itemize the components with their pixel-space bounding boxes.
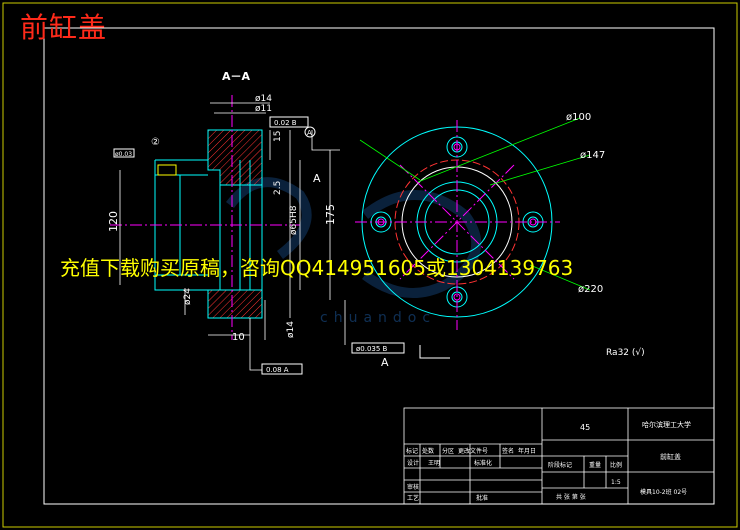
tb-design: 设计 [407,459,419,467]
tb-header-0: 标记 [406,447,418,455]
datum-a-circle [304,126,316,138]
tolerance-left: ø0.03 [113,148,135,158]
dim-d11-top: ø11 [255,104,272,114]
svg-text:0.08 A: 0.08 A [266,366,289,374]
inner-frame [43,27,715,505]
tb-header-5: 年月日 [518,447,536,455]
section-body-top [207,129,263,186]
tb-drawing-no: 模具10-2班 02号 [640,488,687,496]
tb-header-2: 分区 [442,447,454,455]
svg-text:ø0.035 B: ø0.035 B [356,345,388,353]
svg-text:ø0.03: ø0.03 [115,151,132,158]
dim-d65: ø65H8 [289,205,299,235]
tb-sheets: 共 张 第 张 [556,493,586,501]
flatness-frame: 0.02 B [269,116,309,128]
overlay-title: 前缸盖 [20,11,108,44]
roughness-symbol: Ra32 (√) [606,347,645,358]
section-body-bottom [207,289,263,319]
runout-frame: ø0.035 B [351,342,405,354]
dim-circle-220: ø220 [578,284,603,295]
tb-approve: 批准 [476,494,488,502]
dim-10: 10 [232,332,245,343]
tb-scale: 1:5 [611,479,621,486]
perpendicularity-frame: 0.08 A [261,363,303,375]
tb-header-1: 处数 [422,447,434,455]
dim-circle-100: ø100 [566,112,591,123]
section-arrow-a-left: A [313,172,321,185]
watermark-text: chuandoc [320,310,436,326]
dim-circle-147: ø147 [580,150,605,161]
dim-d14-top: ø14 [255,94,272,104]
tb-part-name: 前缸盖 [660,452,681,461]
promo-banner: 充值下载购买原稿，咨询QQ414951605或1304139763 [60,256,574,280]
dim-175: 175 [324,204,337,225]
tb-stage-mark: 阶段标记 [548,461,572,469]
balloon-2: ② [151,137,160,148]
tb-std: 标准化 [474,459,492,467]
datum-a-label: A [307,129,312,137]
dim-d14-bottom: ø14 [286,321,296,338]
dim-d24: ø24 [183,288,193,305]
front-view: ø100 ø147 ø220 A [355,112,605,369]
section-view: A－A [107,70,405,375]
tb-school: 哈尔滨理工大学 [642,420,691,429]
view-arrow-a: A [381,356,389,369]
tb-ratio: 比例 [610,461,622,469]
tb-weight: 重量 [589,461,601,469]
dim-120: 120 [107,211,120,232]
tb-material: 45 [580,423,590,432]
dim-15: 15 [273,131,283,142]
tb-process: 工艺 [407,494,419,502]
section-label: A－A [222,70,251,83]
section-outline [154,129,263,319]
dim-2-5: 2.5 [273,181,283,195]
tb-review: 审核 [407,483,419,491]
title-block [403,407,715,505]
tb-designer: 王明 [428,460,440,467]
tb-header-3: 更改文件号 [458,447,488,455]
svg-text:0.02 B: 0.02 B [274,119,297,127]
tb-header-4: 签名 [502,447,514,455]
